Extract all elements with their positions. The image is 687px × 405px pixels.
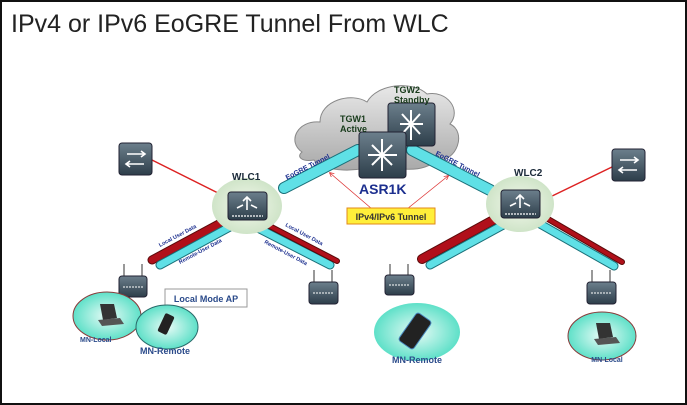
slide-title: IPv4 or IPv6 EoGRE Tunnel From WLC [11,10,449,38]
mn-local-right-label: MN-Local [591,357,623,364]
wlc1-label: WLC1 [232,172,261,183]
tgw1-role: Active [340,124,367,134]
wlc1-controller [212,178,282,234]
mn-local-left [72,291,142,341]
wlc2-label: WLC2 [514,168,543,179]
eogre-tunnel-right [407,145,495,195]
switch-right [611,148,646,182]
tgw2-role: Standby [394,95,430,105]
arrow-right [406,176,448,210]
mn-local-right [567,311,637,361]
wlc2-tubes [417,213,625,271]
mn-remote-left-label: MN-Remote [140,346,190,356]
mn-remote-right [374,303,460,361]
eogre-tunnel-left [279,145,363,193]
wlc1-tubes [147,213,340,270]
tunnel-box-label: IPv4/IPv6 Tunnel [356,212,427,222]
mn-remote-left [135,304,199,350]
tgw2-name: TGW2 [394,85,420,95]
tgw1-name: TGW1 [340,114,366,124]
local-mode-ap-label: Local Mode AP [174,294,238,304]
tgw1-router [358,131,407,179]
access-point-2 [308,270,339,305]
access-point-1 [118,264,148,298]
local-mode-ap-box [164,288,248,308]
access-point-4 [586,270,617,305]
wlc2-controller [486,176,554,232]
link-switch-wlc2 [547,165,615,199]
asr1k-label: ASR1K [359,181,406,197]
mn-local-left-label: MN-Local [80,337,112,344]
switch-left [118,142,153,176]
arrow-left [330,173,373,210]
access-point-3 [384,264,415,296]
tunnel-box [346,207,436,225]
mn-remote-right-label: MN-Remote [392,355,442,365]
link-switch-wlc1 [151,159,229,199]
